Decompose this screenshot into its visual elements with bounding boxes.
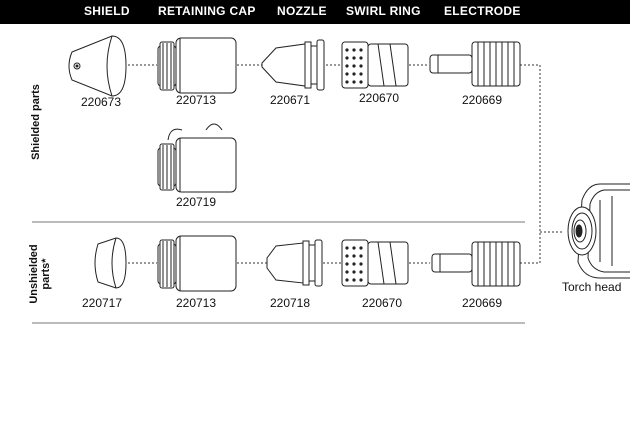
- header-nozzle: NOZZLE: [277, 4, 327, 18]
- electrode-220669-unshielded: [431, 241, 521, 287]
- header-shield: SHIELD: [84, 4, 130, 18]
- part-number-nozzle-unshielded: 220718: [269, 296, 311, 310]
- shield-220717: [94, 237, 127, 289]
- nozzle-220671: [261, 39, 325, 91]
- row-label-shielded-text: Shielded parts: [30, 84, 42, 160]
- electrode-220669-shielded: [429, 41, 521, 87]
- header-electrode: ELECTRODE: [444, 4, 521, 18]
- header-retaining-cap: RETAINING CAP: [158, 4, 256, 18]
- swirl-ring-220670-shielded: [341, 41, 409, 89]
- row-label-shielded: Shielded parts: [30, 78, 42, 166]
- torch-head-label: Torch head: [562, 280, 622, 294]
- connector-lines: [128, 64, 562, 264]
- shield-220673: [68, 35, 127, 97]
- part-number-electrode-unshielded: 220669: [461, 296, 503, 310]
- header-swirl-ring: SWIRL RING: [346, 4, 421, 18]
- row-label-unshielded-line1: Unshielded: [28, 244, 40, 304]
- part-number-retaining-cap-unshielded: 220713: [175, 296, 217, 310]
- column-header-bar: SHIELD RETAINING CAP NOZZLE SWIRL RING E…: [0, 0, 630, 24]
- part-number-shield-shielded: 220673: [80, 95, 122, 109]
- retaining-cap-220713-unshielded: [157, 235, 237, 292]
- retaining-cap-220719: [157, 123, 237, 193]
- part-number-electrode-shielded: 220669: [461, 93, 503, 107]
- part-number-swirl-ring-shielded: 220670: [358, 91, 400, 105]
- part-number-nozzle-shielded: 220671: [269, 93, 311, 107]
- part-number-swirl-ring-unshielded: 220670: [361, 296, 403, 310]
- part-number-retaining-cap-shielded: 220713: [175, 93, 217, 107]
- torch-head: [567, 183, 630, 279]
- row-label-unshielded: Unshielded parts*: [28, 244, 52, 304]
- row-label-unshielded-line2: parts*: [40, 258, 52, 290]
- swirl-ring-220670-unshielded: [341, 239, 409, 287]
- part-number-shield-unshielded: 220717: [81, 296, 123, 310]
- nozzle-220718: [266, 239, 323, 287]
- part-number-alternate-cap: 220719: [175, 195, 217, 209]
- retaining-cap-220713-shielded: [157, 37, 237, 94]
